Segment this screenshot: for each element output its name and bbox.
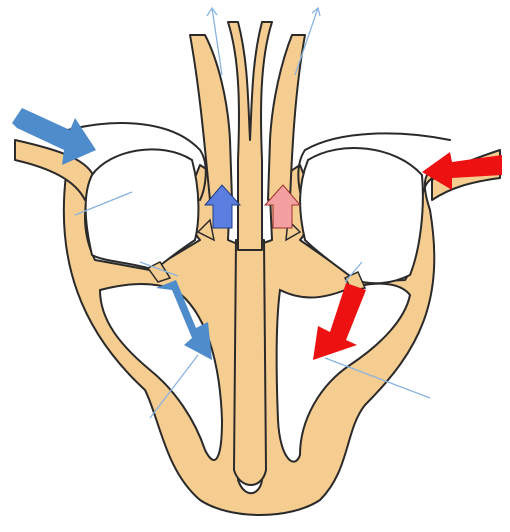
- central-trunk: [228, 22, 272, 250]
- septum: [234, 240, 266, 485]
